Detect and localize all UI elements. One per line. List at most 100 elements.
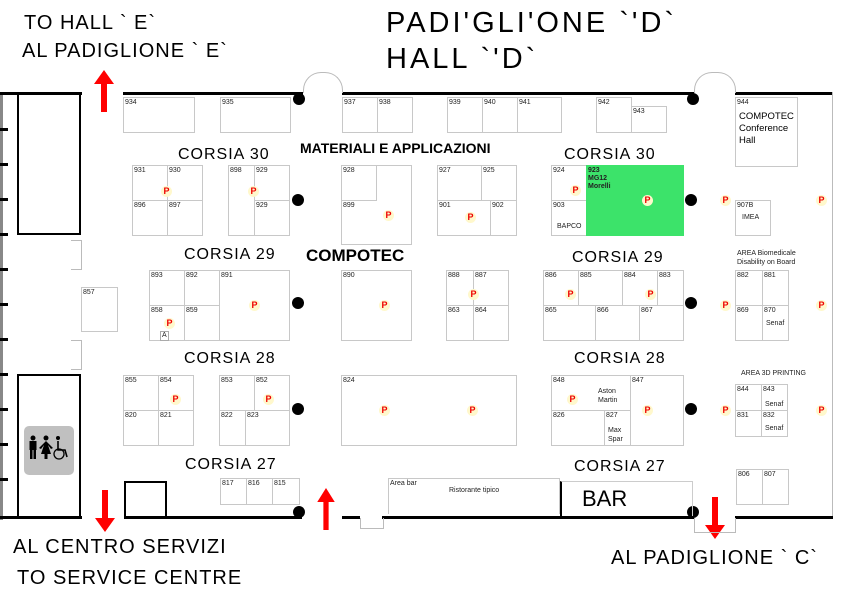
ristorante-label: Ristorante tipico	[449, 487, 500, 494]
booth-827[interactable]: 827 Max Spar	[604, 410, 631, 446]
booth-817[interactable]: 817	[220, 478, 247, 505]
booth-807[interactable]: 807	[762, 469, 789, 505]
booth-885[interactable]: 885	[578, 270, 623, 306]
bottom-wall	[382, 516, 694, 519]
booth-892[interactable]: 892	[184, 270, 220, 306]
booth-941[interactable]: 941	[517, 97, 562, 133]
booth-935[interactable]: 935	[220, 97, 291, 133]
booth-899-upper[interactable]	[376, 165, 412, 201]
parking-icon: P	[468, 289, 479, 300]
booth-number: 864	[475, 307, 487, 314]
booth-887[interactable]: 887	[473, 270, 509, 306]
booth-870[interactable]: 870 Senaf	[762, 305, 789, 341]
booth-number: 903	[553, 202, 565, 209]
booth-939[interactable]: 939	[447, 97, 483, 133]
booth-815[interactable]: 815	[272, 478, 300, 505]
booth-899[interactable]: 899	[341, 200, 412, 245]
booth-854[interactable]: 854	[158, 375, 194, 411]
left-room-restroom	[17, 374, 81, 518]
aisle-label: CORSIA 27	[574, 458, 666, 475]
booth-821[interactable]: 821	[158, 410, 194, 446]
booth-852[interactable]: 852	[254, 375, 290, 411]
booth-number: 867	[641, 307, 653, 314]
booth-896[interactable]: 896	[132, 200, 168, 236]
booth-847[interactable]: 847	[630, 375, 684, 446]
booth-826[interactable]: 826	[551, 410, 605, 446]
booth-863[interactable]: 863	[446, 305, 474, 341]
booth-number: 832	[763, 412, 775, 419]
booth-number: 821	[160, 412, 172, 419]
booth-929b[interactable]: 929	[254, 200, 290, 236]
booth-869[interactable]: 869	[735, 305, 763, 341]
booth-866[interactable]: 866	[595, 305, 640, 341]
booth-923-highlighted[interactable]: 923 MG12 Morelli	[586, 165, 684, 236]
booth-number: 865	[545, 307, 557, 314]
exhibitor-name: Senaf	[765, 425, 784, 432]
booth-902[interactable]: 902	[490, 200, 517, 236]
booth-848[interactable]: 848 Aston Martin	[551, 375, 631, 411]
booth-number: 890	[343, 272, 355, 279]
booth-943[interactable]: 943	[631, 106, 667, 133]
booth-865[interactable]: 865	[543, 305, 596, 341]
booth-824[interactable]: 824	[341, 375, 517, 446]
booth-938[interactable]: 938	[377, 97, 413, 133]
parking-icon: P	[249, 300, 260, 311]
booth-934[interactable]: 934	[123, 97, 195, 133]
arrow-down-icon	[705, 497, 725, 539]
booth-927[interactable]: 927	[437, 165, 482, 201]
booth-886[interactable]: 886	[543, 270, 579, 306]
booth-897[interactable]: 897	[167, 200, 203, 236]
booth-942[interactable]: 942	[596, 97, 632, 133]
booth-884[interactable]: 884	[622, 270, 658, 306]
booth-number: 817	[222, 480, 234, 487]
booth-number: 897	[169, 202, 181, 209]
booth-823[interactable]: 823	[245, 410, 290, 446]
bottom-wall	[342, 516, 360, 519]
booth-number: 899	[343, 202, 355, 209]
booth-888[interactable]: 888	[446, 270, 474, 306]
booth-930[interactable]: 930	[167, 165, 203, 201]
booth-857[interactable]: 857	[81, 287, 118, 332]
to-hall-e-label: TO HALL ` E`	[24, 12, 157, 34]
booth-937[interactable]: 937	[342, 97, 378, 133]
area-bar[interactable]: Area bar Ristorante tipico	[388, 478, 560, 514]
booth-806[interactable]: 806	[736, 469, 763, 505]
booth-890[interactable]: 890	[341, 270, 412, 341]
booth-number: 942	[598, 99, 610, 106]
booth-883[interactable]: 883	[657, 270, 684, 306]
booth-859[interactable]: 859	[184, 305, 220, 341]
aisle-label: CORSIA 30	[564, 146, 656, 163]
wall-tick	[0, 163, 8, 166]
booth-number: 891	[221, 272, 233, 279]
booth-843[interactable]: 843 Senaf	[761, 384, 788, 411]
to-service-centre-label: TO SERVICE CENTRE	[17, 567, 243, 589]
booth-864[interactable]: 864	[473, 305, 509, 341]
booth-944[interactable]: 944 COMPOTEC Conference Hall	[735, 97, 798, 167]
booth-907b[interactable]: 907B IMEA	[735, 200, 771, 236]
booth-929[interactable]: 929	[254, 165, 290, 201]
bar-area[interactable]: BAR	[560, 481, 693, 516]
booth-903[interactable]: 903 BAPCO	[551, 200, 587, 236]
booth-853[interactable]: 853	[219, 375, 255, 411]
booth-832[interactable]: 832 Senaf	[761, 410, 788, 437]
booth-855[interactable]: 855	[123, 375, 159, 411]
booth-928[interactable]: 928	[341, 165, 377, 201]
booth-924[interactable]: 924	[551, 165, 587, 201]
booth-881[interactable]: 881	[762, 270, 789, 306]
booth-940[interactable]: 940	[482, 97, 518, 133]
booth-822[interactable]: 822	[219, 410, 246, 446]
booth-867[interactable]: 867	[639, 305, 684, 341]
booth-number: 820	[125, 412, 137, 419]
booth-882[interactable]: 882	[735, 270, 763, 306]
parking-icon: P	[720, 405, 731, 416]
booth-925[interactable]: 925	[481, 165, 517, 201]
booth-901[interactable]: 901	[437, 200, 491, 236]
booth-816[interactable]: 816	[246, 478, 273, 505]
booth-898[interactable]: 898	[228, 165, 255, 236]
left-wall	[0, 92, 3, 520]
booth-820[interactable]: 820	[123, 410, 159, 446]
door	[71, 340, 82, 370]
booth-844[interactable]: 844	[735, 384, 762, 411]
booth-893[interactable]: 893	[149, 270, 185, 306]
booth-831[interactable]: 831	[735, 410, 762, 437]
